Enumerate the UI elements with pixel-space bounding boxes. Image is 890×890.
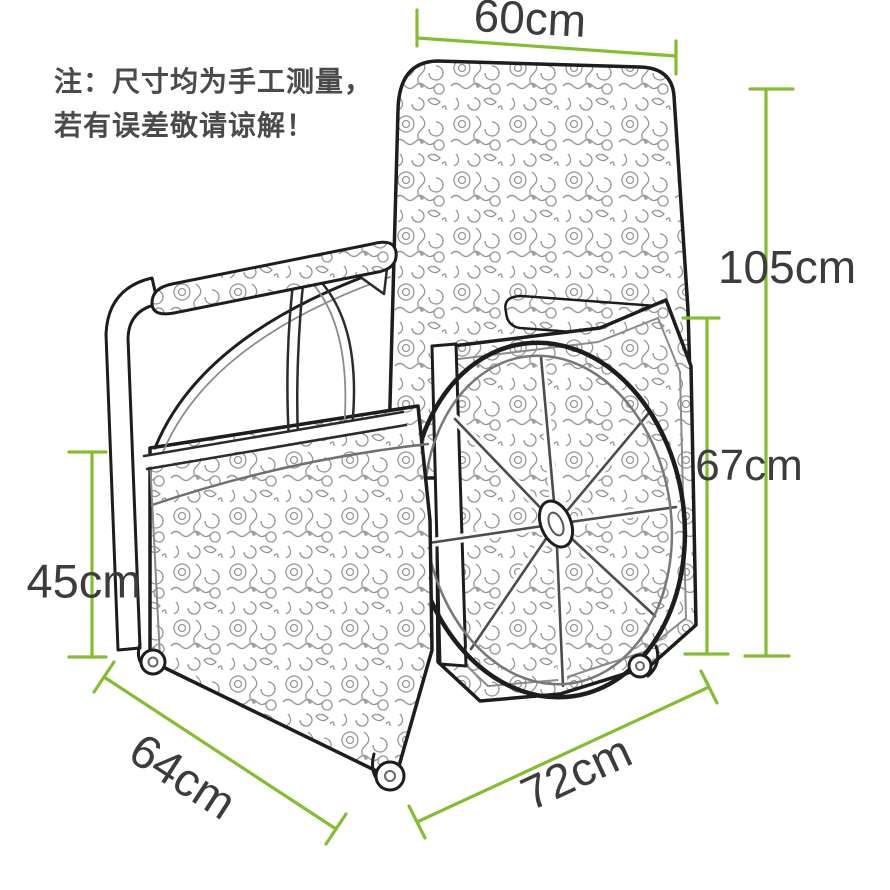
- seat-rail: [139, 412, 410, 468]
- wheel-hub-core: [547, 511, 565, 537]
- caster-left: [136, 642, 167, 676]
- measurement-note-line-1: 注：尺寸均为手工测量，: [54, 66, 374, 97]
- measurement-note: 注：尺寸均为手工测量， 若有误差敬请谅解！: [54, 60, 373, 148]
- dimension-label-seat-height: 45cm: [26, 554, 142, 608]
- dim-60cm-line: [415, 8, 678, 76]
- left-armrest-pad: [150, 240, 398, 316]
- wheel-hub: [537, 499, 575, 549]
- dim-64cm-line: [92, 660, 348, 846]
- dimension-lines: [67, 8, 795, 846]
- wheel: [408, 340, 688, 700]
- dim-45cm-line: [67, 450, 108, 659]
- dim-67cm-line: [681, 316, 730, 656]
- dimension-label-armrest-height: 67cm: [695, 441, 803, 490]
- dim-105cm-line: [743, 87, 795, 658]
- measurement-note-line-2: 若有误差敬请谅解！: [54, 110, 316, 141]
- casters: [136, 642, 660, 792]
- dimension-label-overall-height: 105cm: [717, 241, 857, 293]
- caster-right: [627, 644, 660, 679]
- front-post: [104, 276, 160, 652]
- caster-front: [371, 752, 406, 792]
- dimension-label-back-width: 60cm: [472, 0, 588, 47]
- side-panel-inner-frame: [449, 317, 687, 687]
- dim-72cm-line: [407, 669, 719, 840]
